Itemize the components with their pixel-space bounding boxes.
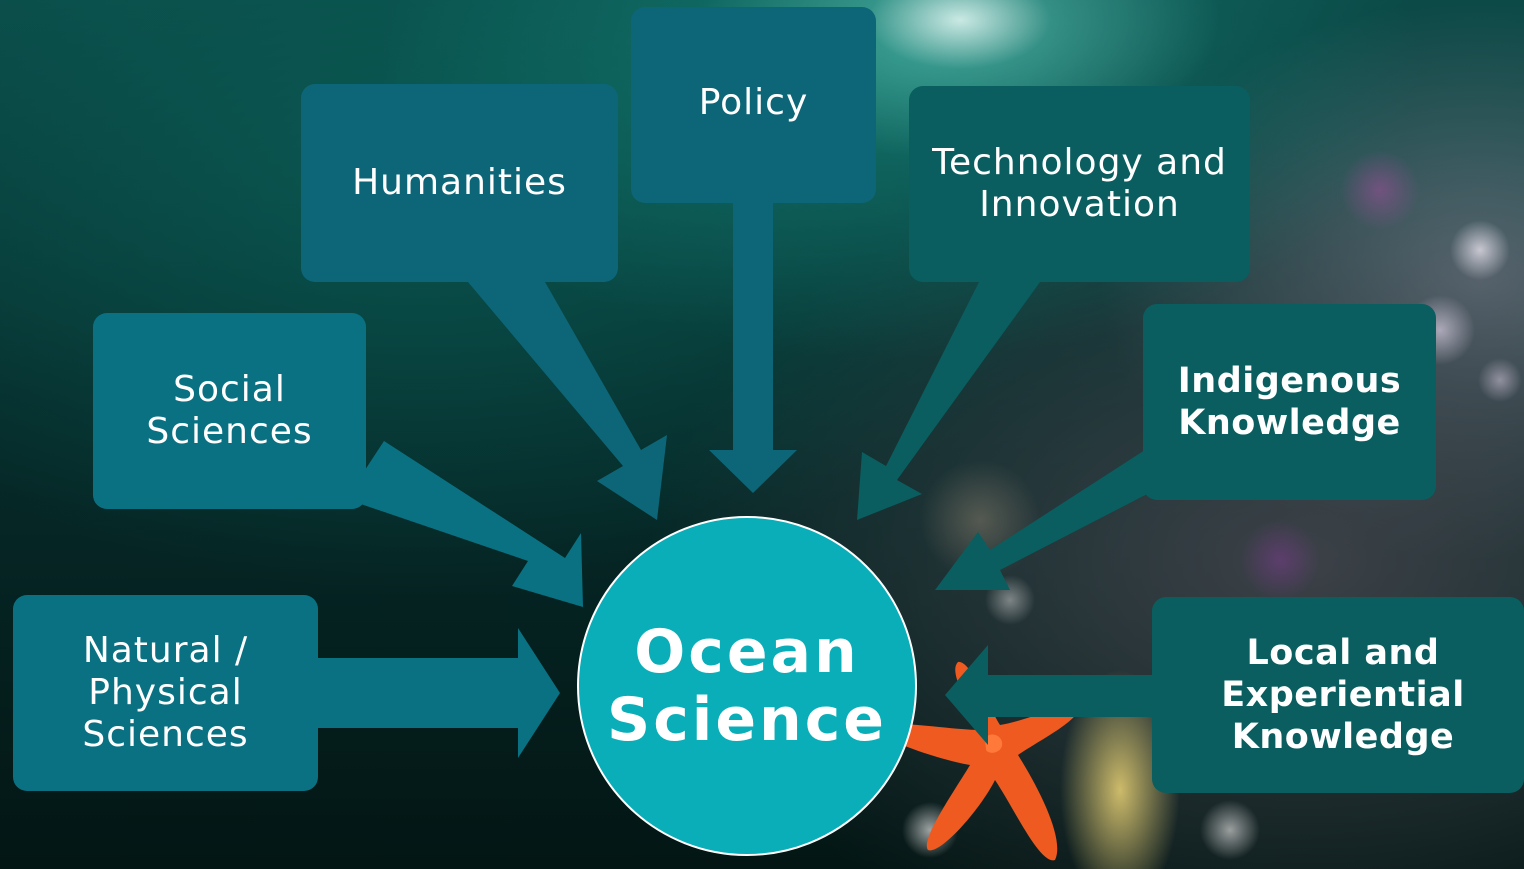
box-policy: Policy	[631, 7, 876, 203]
box-indigenous-knowledge: Indigenous Knowledge	[1143, 304, 1436, 500]
arrow-technology	[857, 282, 1040, 520]
box-policy-label: Policy	[698, 82, 809, 123]
box-local-label: Local and Experiential Knowledge	[1221, 633, 1465, 757]
arrow-indigenous	[935, 450, 1155, 590]
arrow-social	[346, 441, 583, 607]
box-technology-innovation: Technology and Innovation	[909, 86, 1250, 282]
arrow-local	[945, 645, 1155, 745]
box-natural-physical-sciences: Natural / Physical Sciences	[13, 595, 318, 791]
box-humanities-label: Humanities	[352, 162, 567, 203]
arrow-policy	[709, 202, 797, 493]
arrow-humanities	[468, 282, 667, 520]
box-indigenous-label: Indigenous Knowledge	[1177, 361, 1402, 443]
box-local-experiential-knowledge: Local and Experiential Knowledge	[1152, 597, 1524, 793]
arrow-natural	[318, 628, 560, 758]
starfish-image	[875, 661, 1079, 861]
box-technology-label: Technology and Innovation	[932, 142, 1227, 225]
box-natural-label: Natural / Physical Sciences	[82, 630, 249, 755]
ocean-science-label: Ocean Science	[606, 617, 887, 755]
box-social-label: Social Sciences	[146, 369, 313, 452]
ocean-science-circle: Ocean Science	[577, 516, 917, 856]
box-humanities: Humanities	[301, 84, 618, 282]
box-social-sciences: Social Sciences	[93, 313, 366, 509]
